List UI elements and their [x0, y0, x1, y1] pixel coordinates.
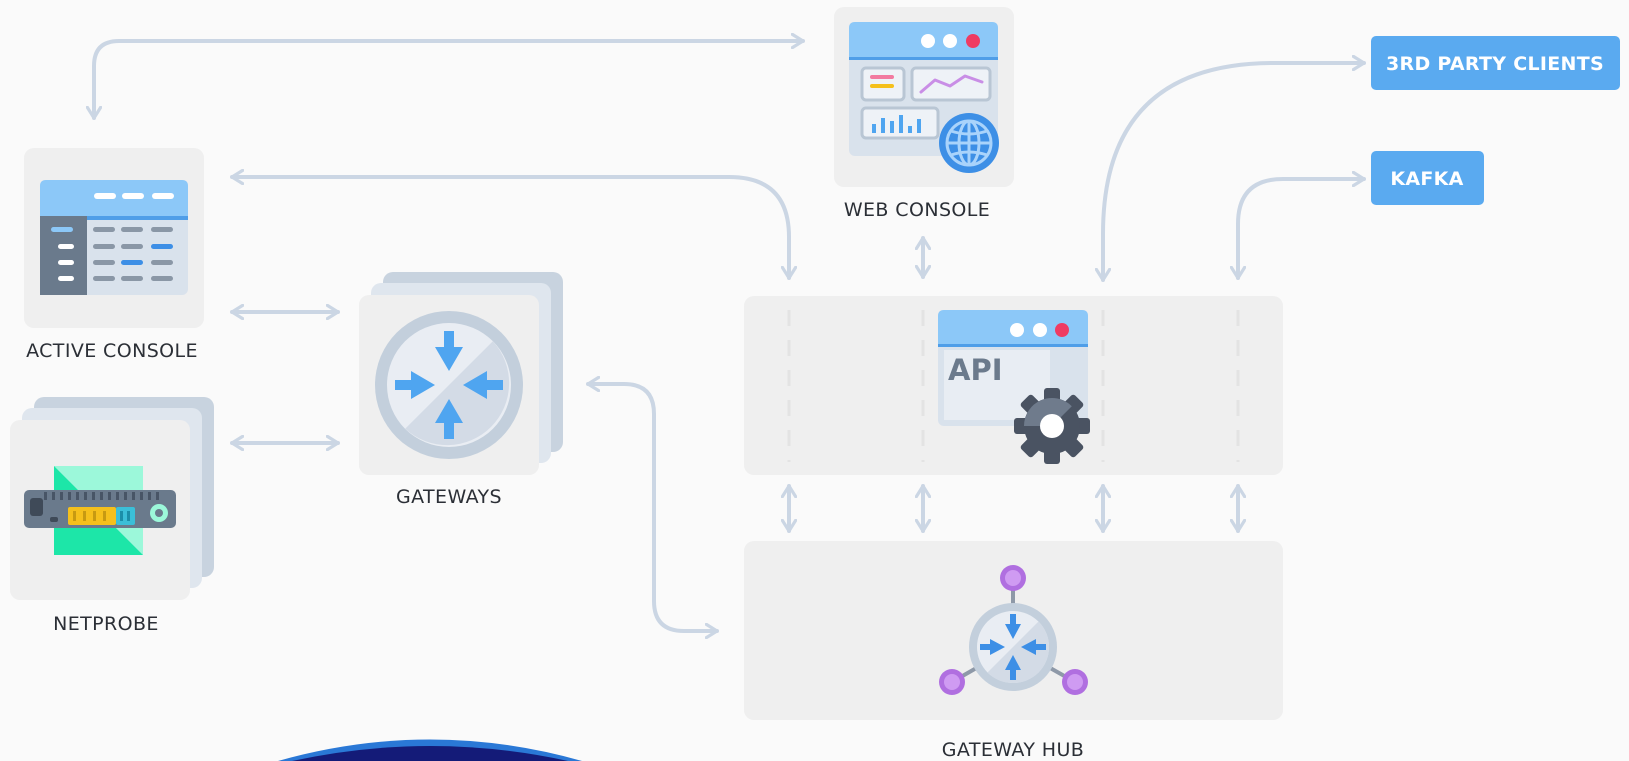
- gateways-label: GATEWAYS: [396, 486, 502, 508]
- kafka-button[interactable]: KAFKA: [1371, 151, 1484, 205]
- kafka-button-bg: [1371, 151, 1484, 205]
- connector-active-console-web-console: [94, 41, 805, 120]
- web-console-label: WEB CONSOLE: [844, 199, 990, 221]
- partial-logo: [278, 739, 582, 761]
- third-party-clients-button-label: 3RD PARTY CLIENTS: [1386, 53, 1604, 75]
- netprobe-label: NETPROBE: [53, 613, 159, 635]
- connector-api-third-party: [1103, 63, 1366, 282]
- kafka-button-label: KAFKA: [1390, 168, 1463, 190]
- api-node[interactable]: API: [744, 296, 1283, 475]
- connector-gateways-gateway-hub: [586, 384, 719, 631]
- active-console-label: ACTIVE CONSOLE: [26, 340, 198, 362]
- router-arrows-icon: [375, 311, 523, 459]
- connector-api-kafka: [1238, 179, 1366, 280]
- web-console-node[interactable]: WEB CONSOLE: [834, 7, 1014, 221]
- hub-network-icon: [939, 565, 1088, 695]
- netprobe-node[interactable]: NETPROBE: [10, 397, 214, 635]
- gateways-node[interactable]: GATEWAYS: [359, 272, 563, 508]
- gateway-hub-node[interactable]: GATEWAY HUB: [744, 541, 1283, 761]
- browser-dashboard-globe-icon: [849, 22, 999, 173]
- api-text: API: [948, 353, 1003, 387]
- connectors: [94, 41, 1366, 631]
- active-console-node[interactable]: ACTIVE CONSOLE: [24, 148, 204, 362]
- api-window-gear-icon: API: [938, 310, 1090, 464]
- connector-active-console-api: [230, 177, 789, 280]
- table-window-icon: [40, 180, 188, 295]
- network-device-icon: [24, 466, 176, 555]
- gateway-hub-label: GATEWAY HUB: [942, 739, 1084, 761]
- third-party-clients-button[interactable]: 3RD PARTY CLIENTS: [1371, 36, 1620, 90]
- third-party-clients-button-bg: [1371, 36, 1620, 90]
